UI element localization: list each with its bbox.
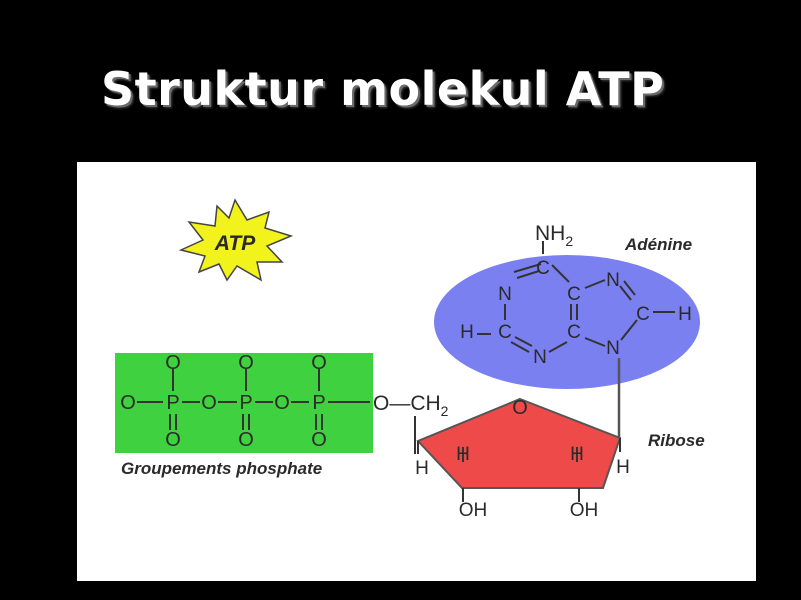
atp-diagram-panel: ATP O P O P O P O O O O O O Group — [77, 162, 756, 581]
slide-title: Struktur molekul ATP — [101, 62, 665, 116]
phosphorus-3: P — [312, 392, 325, 414]
adenine-c4: C — [567, 322, 581, 343]
adenine-n1: N — [498, 284, 512, 305]
atp-badge-label: ATP — [214, 232, 256, 255]
ribose-h-c3: H — [456, 444, 470, 465]
bridge-oxygen-1: O — [201, 392, 217, 414]
ribose-ring-oxygen: O — [512, 397, 528, 419]
ch2-label: O—CH2 — [373, 392, 449, 419]
ribose-h-c2: H — [570, 444, 584, 465]
oxygen-top-1: O — [165, 352, 181, 374]
phosphorus-1: P — [166, 392, 179, 414]
ribose-h-c4: H — [415, 458, 429, 479]
bridge-oxygen-2: O — [274, 392, 290, 414]
adenine-c8: C — [636, 304, 650, 325]
adenine-h2: H — [460, 322, 474, 343]
adenine-label: Adénine — [624, 235, 692, 254]
adenine-n7: N — [606, 270, 620, 291]
oxygen-bottom-3: O — [311, 429, 327, 451]
oxygen-top-3: O — [311, 352, 327, 374]
adenine-group: NH2 C N C H N C C N C H N Adénine — [434, 222, 700, 389]
adenine-n9: N — [606, 338, 620, 359]
adenine-ellipse — [434, 255, 700, 389]
adenine-h8: H — [678, 304, 692, 325]
ch2-linker: O—CH2 — [373, 392, 449, 454]
phosphate-o-end: O — [120, 392, 136, 414]
oxygen-top-2: O — [238, 352, 254, 374]
atp-badge: ATP — [178, 198, 294, 282]
ribose-group: O H H H H OH OH Ribose — [415, 397, 705, 521]
ribose-label: Ribose — [648, 431, 705, 450]
ribose-oh-c2: OH — [570, 500, 599, 521]
amine-group: NH2 — [535, 222, 573, 249]
ribose-oh-c3: OH — [459, 500, 488, 521]
adenine-c5: C — [567, 284, 581, 305]
phosphate-group: O P O P O P O O O O O O — [115, 352, 373, 453]
phosphate-group-label: Groupements phosphate — [121, 459, 322, 478]
adenine-n3: N — [533, 347, 547, 368]
atp-structure-diagram: ATP O P O P O P O O O O O O Group — [115, 198, 705, 521]
oxygen-bottom-1: O — [165, 429, 181, 451]
ribose-h-c1: H — [616, 457, 630, 478]
ribose-ring — [416, 397, 622, 489]
adenine-c6: C — [536, 258, 550, 279]
oxygen-bottom-2: O — [238, 429, 254, 451]
adenine-c2: C — [498, 322, 512, 343]
phosphorus-2: P — [239, 392, 252, 414]
